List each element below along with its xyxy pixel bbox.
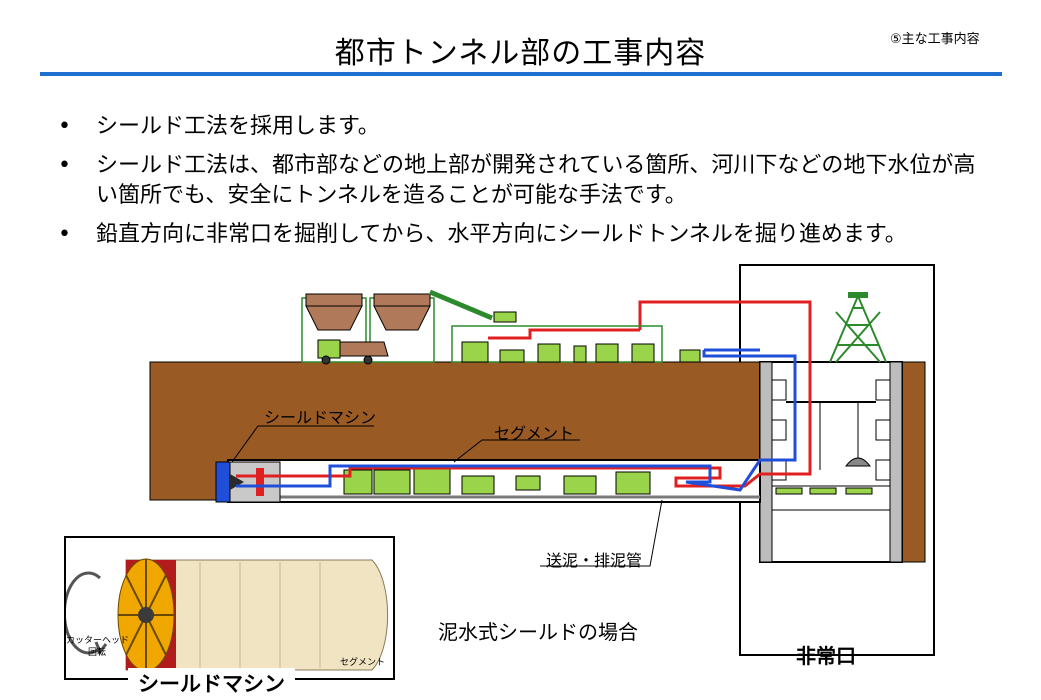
- shield-machine-inset: カッターヘッド 回転 セグメント: [64, 536, 395, 680]
- slurry-discharge-pipe: [236, 350, 797, 492]
- dump-truck-icon: [317, 339, 389, 365]
- bullet-item: シールド工法を採用します。: [58, 112, 1018, 142]
- gantry-crane: [829, 293, 887, 363]
- shaft: [759, 361, 903, 563]
- label-inset-segment: セグメント: [340, 658, 386, 668]
- bullet-list: シールド工法を採用します。 シールド工法は、都市部などの地上部が開発されている箇…: [58, 112, 1018, 259]
- label-rotation: 回転: [88, 648, 107, 658]
- label-emergency-exit: 非常口: [796, 644, 856, 668]
- label-slurry-pipe: 送泥・排泥管: [546, 551, 643, 570]
- page-label: ⑤主な工事内容: [890, 32, 980, 47]
- callout-line-shield: [231, 425, 374, 463]
- bullet-item: シールド工法は、都市部などの地上部が開発されている箇所、河川下などの地下水位が高…: [58, 151, 976, 211]
- label-segment: セグメント: [494, 424, 575, 443]
- page-title: 都市トンネル部の工事内容: [334, 36, 707, 71]
- bullet-item: 鉛直方向に非常口を掘削してから、水平方向にシールドトンネルを掘り進めます。: [58, 220, 1018, 250]
- label-shield-machine: シールドマシン: [264, 408, 377, 427]
- title-rule: [40, 72, 1002, 76]
- callout-line-pipe: [540, 499, 663, 567]
- callout-line-segment: [453, 439, 580, 463]
- inset-title: シールドマシン: [128, 668, 295, 698]
- conveyor: [429, 289, 493, 321]
- label-cutter-head: カッターヘッド: [66, 636, 130, 646]
- diagram-caption: 泥水式シールドの場合: [438, 620, 638, 644]
